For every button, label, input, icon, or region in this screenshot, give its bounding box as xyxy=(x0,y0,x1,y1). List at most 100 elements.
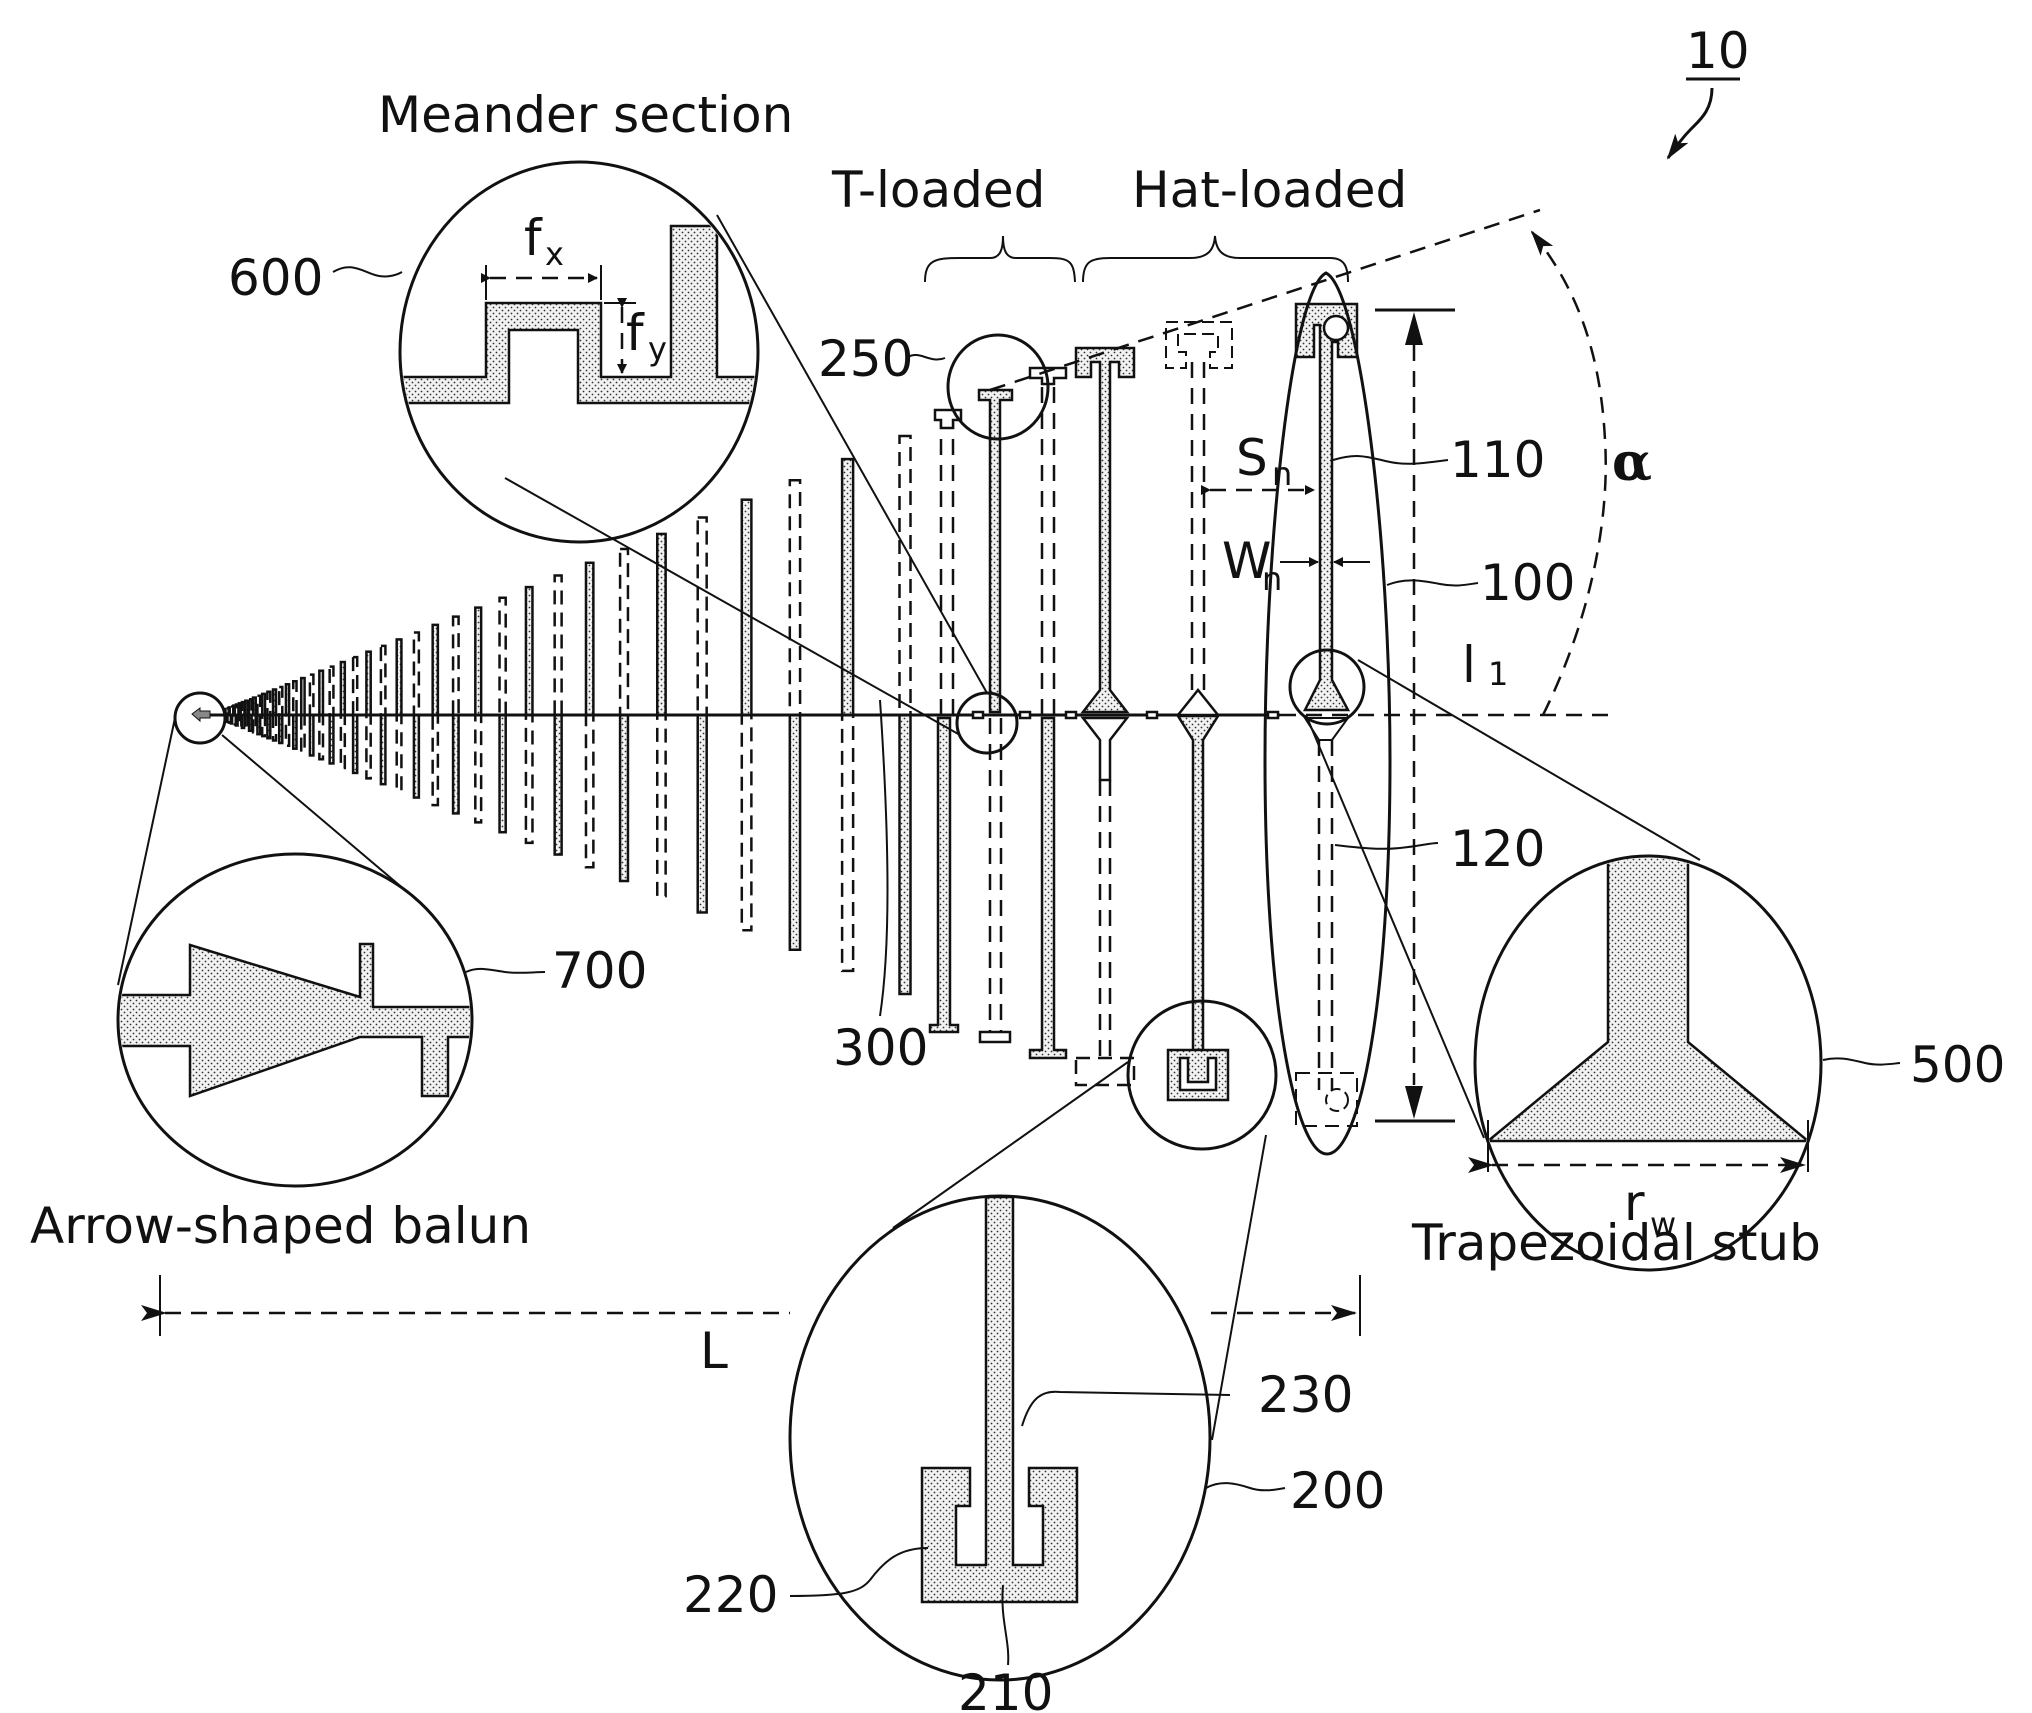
hat-load-shape xyxy=(920,1195,1079,1604)
stub-detail: r w xyxy=(1305,659,1823,1272)
ref-number-10: 10 xyxy=(1686,22,1750,80)
dipole-strip-bottom xyxy=(740,713,753,932)
rw-subscript: w xyxy=(1650,1205,1676,1243)
ellipse-100-outline xyxy=(1263,271,1392,1156)
dipole-strip-bottom xyxy=(260,713,267,738)
dipole-strip-bottom xyxy=(395,713,403,792)
dipole-strip-top xyxy=(328,665,335,717)
t-loaded-title: T-loaded xyxy=(831,161,1045,219)
wn-subscript: n xyxy=(1262,560,1282,598)
t-loaded-arm-large xyxy=(1074,346,1136,714)
balun-detail xyxy=(116,717,474,1188)
dipole-strip-top xyxy=(655,532,667,717)
dipole-strip-bottom xyxy=(328,713,335,765)
numeral-700: 700 xyxy=(552,942,647,1000)
leader-220 xyxy=(789,1547,929,1597)
detail-circle-250 xyxy=(946,333,1050,441)
rw-label: r xyxy=(1624,1174,1645,1232)
hat-detail xyxy=(788,1061,1267,1682)
leader-110 xyxy=(1332,455,1449,465)
t-loaded-brace xyxy=(924,235,1076,283)
leader-600 xyxy=(332,266,403,278)
arrow-balun-shape xyxy=(120,942,470,1098)
dipole-strip-top xyxy=(474,606,483,717)
dipole-strip-top xyxy=(365,650,372,717)
arrow-balun-title: Arrow-shaped balun xyxy=(30,1197,531,1255)
dipole-strip-bottom xyxy=(431,713,440,807)
sn-dimension: S n xyxy=(1201,429,1315,495)
dipole-strip-top xyxy=(584,561,595,717)
dipole-strip-bottom xyxy=(284,713,291,747)
dipole-strip-top xyxy=(284,683,291,717)
hat-loaded-elements xyxy=(1165,302,1359,1127)
leader-300 xyxy=(879,699,889,1017)
numeral-110: 110 xyxy=(1450,431,1545,489)
trapezoidal-stub-title: Trapezoidal stub xyxy=(1411,1214,1821,1272)
numeral-250: 250 xyxy=(818,330,913,388)
dipole-strip-top xyxy=(244,699,250,717)
dipole-strip-top xyxy=(498,596,507,717)
wn-label: W xyxy=(1222,532,1271,590)
hat-loaded-brace xyxy=(1082,235,1349,283)
dipole-arm-110 xyxy=(1294,302,1359,712)
meander-detail: f x f y xyxy=(398,160,988,736)
alpha-arc xyxy=(1530,230,1607,716)
leader-700 xyxy=(465,967,546,974)
dipole-strip-bottom xyxy=(451,713,460,815)
dipole-strip-bottom xyxy=(244,713,250,731)
numeral-120: 120 xyxy=(1450,820,1545,878)
dipole-strip-bottom xyxy=(379,713,387,786)
dipole-strip-top xyxy=(351,655,359,717)
dipole-strip-top xyxy=(260,692,267,717)
dipole-strip-top xyxy=(247,697,253,717)
dipole-strip-top xyxy=(898,434,912,717)
dipole-strip-bottom xyxy=(266,713,272,740)
ref-arrow-icon xyxy=(1666,87,1714,160)
sn-subscript: n xyxy=(1272,455,1292,493)
fx-subscript: x xyxy=(545,235,564,273)
dipole-strip-bottom xyxy=(553,713,563,856)
dipole-strip-top xyxy=(291,680,298,717)
dipole-strip-bottom xyxy=(655,713,667,898)
length-dimension: L xyxy=(141,1275,1361,1380)
leader-500 xyxy=(1822,1057,1901,1066)
dipole-strip-top xyxy=(524,585,534,717)
balun-detail-circle xyxy=(116,852,474,1188)
fy-subscript: y xyxy=(648,330,667,368)
dipole-strip-bottom xyxy=(247,713,253,733)
dipole-strip-bottom xyxy=(271,713,278,742)
dipole-strip-bottom xyxy=(412,713,421,799)
dipole-strip-top xyxy=(696,516,708,717)
dipole-strip-top xyxy=(840,457,855,717)
detail-circle-200-source xyxy=(1126,999,1278,1151)
dipole-strip-bottom xyxy=(339,713,347,770)
dipole-strip-bottom xyxy=(291,713,298,750)
dipole-strip-top xyxy=(308,673,315,717)
dipole-strip-top xyxy=(266,690,272,717)
dipole-strip-bottom xyxy=(251,713,257,734)
leader-230 xyxy=(1021,1390,1231,1427)
numeral-210: 210 xyxy=(958,1664,1053,1713)
dipole-strip-top xyxy=(299,676,306,717)
numeral-600: 600 xyxy=(228,249,323,307)
trapezoidal-stub-shape xyxy=(1484,858,1812,1143)
dipole-strip-top xyxy=(412,631,421,717)
dipole-strip-top xyxy=(788,478,802,717)
dipole-strip-bottom xyxy=(277,713,284,745)
detail-circle-600-source xyxy=(955,691,1019,755)
leader-100 xyxy=(1386,579,1479,587)
dipole-strip-bottom xyxy=(318,713,325,761)
wn-dimension: W n xyxy=(1222,532,1370,598)
leader-250 xyxy=(907,354,946,361)
L-label: L xyxy=(700,1322,728,1380)
dipole-strip-bottom xyxy=(256,713,262,736)
dipole-strip-bottom xyxy=(498,713,507,834)
numeral-220: 220 xyxy=(683,1566,778,1624)
sn-label: S xyxy=(1236,429,1268,487)
numeral-100: 100 xyxy=(1480,554,1575,612)
dipole-strip-top xyxy=(451,615,460,717)
leader-210 xyxy=(1001,1584,1010,1666)
dipole-strip-bottom xyxy=(840,713,855,973)
dipole-strip-top xyxy=(339,660,347,717)
